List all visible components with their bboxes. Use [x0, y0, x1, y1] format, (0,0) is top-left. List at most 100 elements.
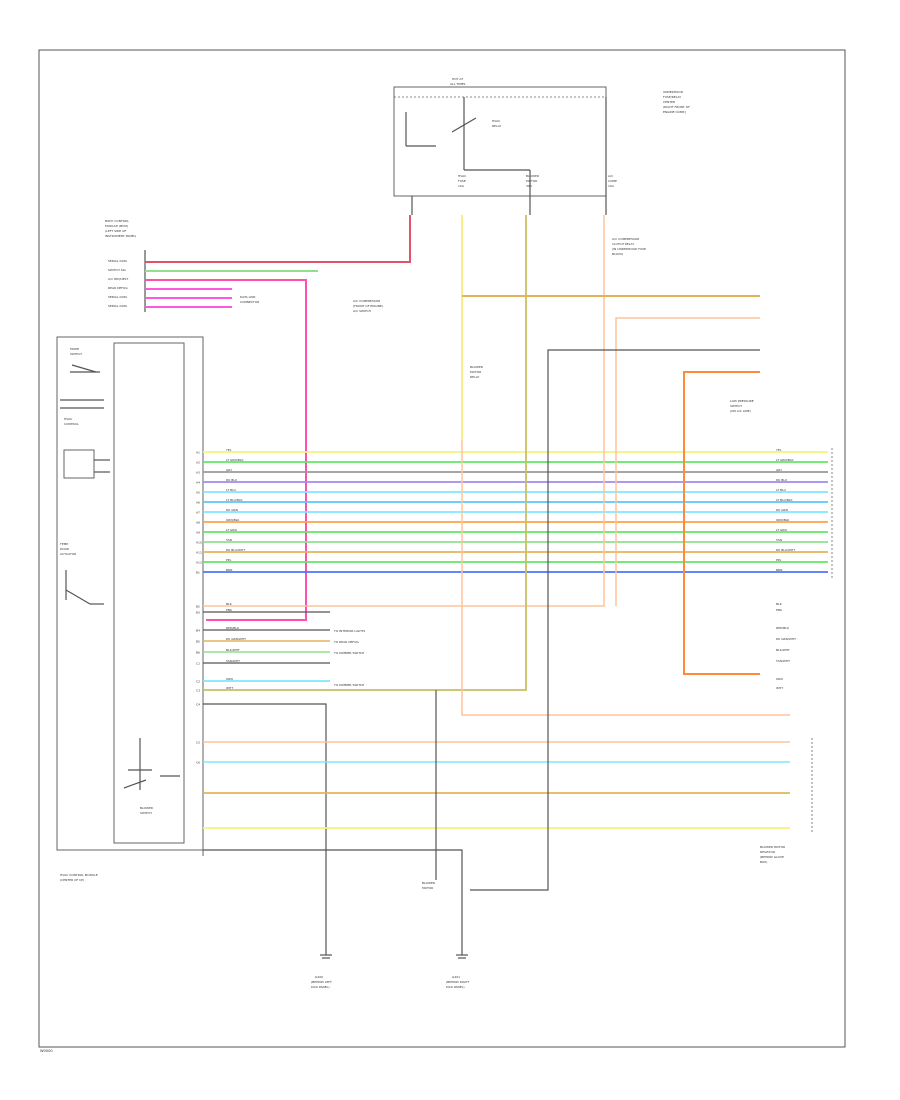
blower-relay-label-3: RELAY — [470, 375, 480, 379]
wire-pink-bcm — [145, 279, 307, 621]
pin-label: A6 — [196, 501, 200, 505]
pin-label: A7 — [196, 511, 200, 515]
fuse2-label-b: MOTOR — [526, 179, 537, 183]
to-rear-defog: TO REAR DEFOG — [333, 640, 360, 644]
low-pressure-label-2: SWITCH — [730, 404, 742, 408]
pin-label: B4 — [196, 629, 200, 633]
wire-code-label: DK GRN/WHT — [226, 637, 246, 641]
wire-code-label-right: DK BLU/WHT — [776, 548, 795, 552]
wire-code-label: LT BLU — [226, 488, 236, 492]
blower-relay-label-2: MOTOR — [470, 370, 481, 374]
wire-code-label: DK BLU — [226, 478, 237, 482]
pin-label: A1 — [196, 451, 200, 455]
bcm-pin-label-4: REAR DEFOG — [108, 286, 128, 290]
blower-relay-label-1: BLOWER — [470, 365, 483, 369]
blower-motor-label-2: MOTOR — [422, 886, 433, 890]
wire-code-label-right: ORN — [776, 677, 783, 681]
pin-label: C2 — [196, 680, 200, 684]
main-bus-wires — [203, 451, 828, 573]
wire-code-label: WHT — [226, 686, 233, 690]
blower-switch-label-1: BLOWER — [140, 806, 153, 810]
relay-label-1: HVAC — [492, 119, 500, 123]
blower-motor-label-1: BLOWER — [422, 881, 435, 885]
blower-switch-symbol — [123, 738, 180, 790]
pin-label: B6 — [196, 651, 200, 655]
wire-code-label-right: ORN/BLK — [776, 518, 790, 522]
wire-code-label-right: PNK — [776, 608, 783, 612]
data-link-label-2: CONNECTOR — [240, 300, 259, 304]
pin-label: B2 — [196, 605, 200, 609]
wire-black-ground-2 — [203, 849, 463, 955]
hot-at-label: HOT AT — [452, 77, 463, 81]
wire-red-bcm — [145, 215, 411, 263]
hvac-label-1: HVAC — [64, 417, 72, 421]
wire-code-label-right: PPL — [776, 558, 782, 562]
pin-label: C5 — [196, 741, 200, 745]
bcm-wires — [145, 215, 411, 621]
wire-code-label-right: LT BLU/BLK — [776, 498, 794, 502]
temp-label-1: TEMP — [59, 542, 68, 546]
pin-label: B3 — [196, 611, 200, 615]
bcm-label-4: INSTRUMENT PANEL) — [105, 234, 136, 238]
pin-label: B5 — [196, 640, 200, 644]
fuse3-label-b: COMP — [608, 179, 617, 183]
fuse1-label-a: HVAC — [458, 174, 466, 178]
compressor-label-3: A/C SWITCH — [353, 309, 371, 313]
pin-label: A9 — [196, 531, 200, 535]
hvac-relay — [405, 97, 607, 215]
bcm-label-3: (LEFT SIDE OF — [105, 229, 127, 233]
wire-code-label: DK BLU/WHT — [226, 548, 245, 552]
underhood-label-2: FUSE/RELAY — [663, 95, 681, 99]
bcm-label-1: BODY CONTROL — [105, 219, 129, 223]
temp-label-3: ACTUATOR — [60, 552, 76, 556]
hvac-module-location: (CENTER OF I/P) — [60, 878, 84, 882]
data-link-label: DATA LINK — [240, 295, 256, 299]
pin-label: C3 — [196, 689, 200, 693]
blower-motor: BLOWER MOTOR — [422, 881, 435, 890]
hvac-control-module-inner — [113, 342, 185, 844]
resistor-label-1: BLOWER MOTOR — [760, 845, 785, 849]
fuse1-label-c: 10A — [458, 184, 465, 188]
compressor-label-2: (FRONT OF ENGINE) — [353, 304, 383, 308]
wire-peach-low-pressure — [461, 215, 790, 716]
pin-stack: A1A2A3A4A5A6A7A8A9A10A11A12B1B2B3B4B5B6C… — [196, 446, 796, 856]
resistor-label-2: RESISTOR — [760, 850, 775, 854]
ecm-label-1: A/C COMPRESSOR — [612, 237, 639, 241]
bcm-pin-label-6: SERIAL DATA — [108, 304, 128, 308]
right-labels: A/C COMPRESSOR CLUTCH RELAY (IN UNDERHOO… — [333, 237, 785, 864]
wire-code-label: PPL — [226, 558, 232, 562]
bcm-pin-label-2: SWITCH SIG — [108, 268, 127, 272]
wire-code-label-right: LT GRN — [776, 528, 787, 532]
to-dimmer-switch: TO DIMMER SWITCH — [333, 651, 364, 655]
temp-switch-symbol — [65, 570, 104, 605]
to-interior-lights: TO INTERIOR LIGHTS — [333, 629, 365, 633]
hvac-control-module-box — [56, 336, 204, 851]
g201-label-3: KICK PANEL) — [446, 985, 465, 989]
bcm-labels: BODY CONTROL MODULE (BCM) (LEFT SIDE OF … — [105, 219, 259, 308]
ground-g200: G200 (BEHIND LEFT KICK PANEL) — [311, 954, 332, 989]
diagram-code: W0000 — [40, 1049, 53, 1053]
wire-code-label-right: DK BLU — [776, 478, 787, 482]
fuse1-label-b: FUSE — [458, 179, 466, 183]
lower-wires — [203, 215, 790, 955]
wire-orange-loop — [683, 371, 760, 675]
hvac-label-2: CONTROL — [64, 422, 79, 426]
wire-black-ac-switch — [470, 349, 760, 891]
low-pressure-label-3: (ON A/C LINE) — [730, 409, 751, 413]
wire-code-label: TAN — [225, 538, 232, 542]
wire-code-label: BLK — [226, 602, 233, 606]
all-times-label: ALL TIMES — [450, 82, 466, 86]
wire-code-label-right: YEL — [776, 448, 782, 452]
ground-g201: G201 (BEHIND RIGHT KICK PANEL) — [446, 954, 469, 989]
mode-switch-label-2: SWITCH — [70, 352, 82, 356]
fuse3-label-a: A/C — [608, 174, 613, 178]
wire-code-label: ORN/BLK — [226, 518, 240, 522]
to-dimmer-switch-2: TO DIMMER SWITCH — [333, 683, 364, 687]
pin-label: A4 — [196, 481, 200, 485]
g200-label-1: G200 — [315, 975, 323, 979]
hvac-module-name: HVAC CONTROL MODULE — [60, 873, 98, 877]
pin-label: A11 — [196, 551, 202, 555]
pin-label: B1 — [196, 571, 200, 575]
wire-code-label-right: BLK/WHT — [776, 648, 790, 652]
